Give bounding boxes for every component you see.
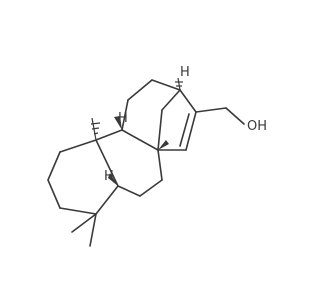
- angular-methyl: [90, 117, 101, 141]
- ring-c-bridge: [121, 79, 197, 151]
- molecule-canvas: OH H H H: [47, 65, 267, 247]
- h-bridgehead-label: H: [180, 65, 190, 80]
- quaternary-wedge: [158, 140, 169, 150]
- gem-dimethyl: [71, 213, 97, 247]
- h-bridgehead-group: H: [175, 65, 190, 91]
- molecule-structure: OH H H H: [47, 65, 267, 247]
- hydroxyl-label: OH: [247, 119, 267, 134]
- h-c5-group: H: [104, 169, 118, 186]
- ring-b: [95, 129, 163, 197]
- h-c5-label: H: [104, 169, 114, 184]
- hydroxymethyl-group: OH: [195, 107, 267, 134]
- h-c9-label: H: [118, 111, 128, 126]
- ring-a: [47, 139, 119, 215]
- h-c9-group: H: [114, 111, 128, 130]
